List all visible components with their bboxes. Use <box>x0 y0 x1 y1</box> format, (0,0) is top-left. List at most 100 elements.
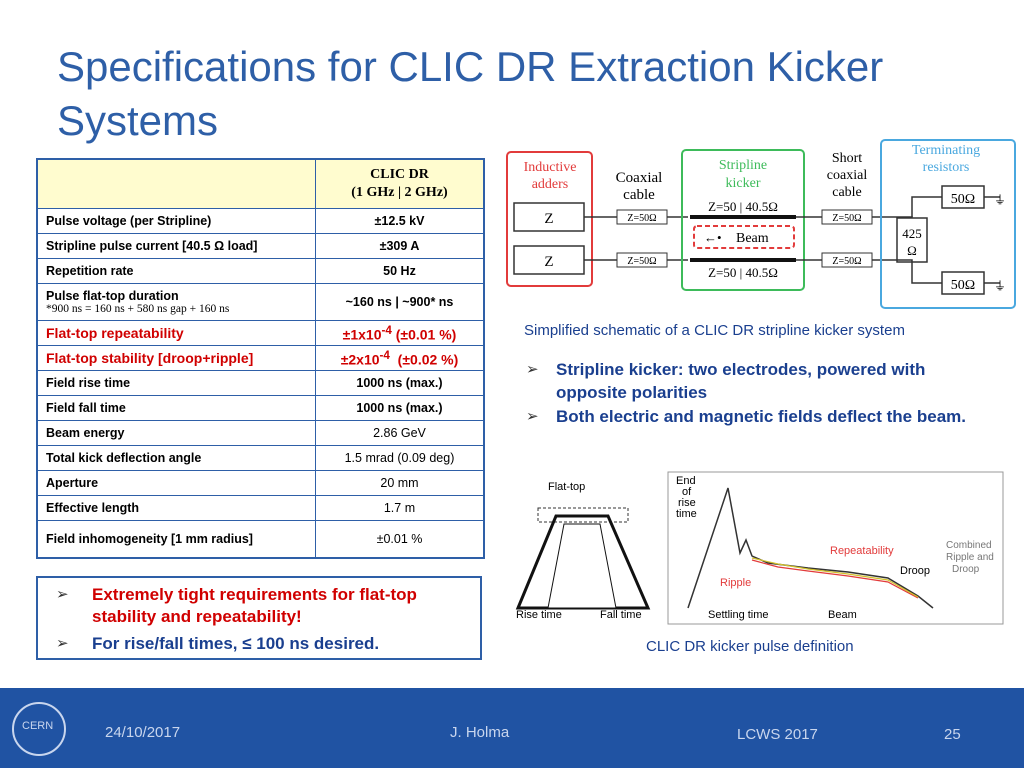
param-cell: Beam energy <box>36 420 316 446</box>
requirement-item: Extremely tight requirements for flat-to… <box>92 585 417 626</box>
combined-label-3: Droop <box>952 564 980 575</box>
value-cell: ±2x10-4 (±0.02 %) <box>315 345 485 371</box>
footer-author: J. Holma <box>450 724 510 741</box>
param-cell: Field inhomogeneity [1 mm radius] <box>36 520 316 559</box>
cern-logo-text: CERN <box>22 720 54 732</box>
table-row: Flat-top stability [droop+ripple] ±2x10-… <box>36 345 485 371</box>
pulse-caption: CLIC DR kicker pulse definition <box>646 638 854 655</box>
table-header-clic-dr: CLIC DR (1 GHz | 2 GHz) <box>315 158 485 209</box>
cern-logo-icon: CERN <box>12 702 66 756</box>
trapezoid-inner <box>547 523 617 609</box>
footer-event: LCWS 2017 <box>737 726 818 743</box>
coax-top-label: Z=50Ω <box>627 213 656 224</box>
z-label-bottom: Z <box>544 254 553 270</box>
value-exponent: -4 <box>381 323 392 337</box>
stripline-z-top: Z=50 | 40.5Ω <box>708 199 778 214</box>
table-row: Pulse voltage (per Stripline) ±12.5 kV <box>36 208 485 234</box>
table-row: Stripline pulse current [40.5 Ω load] ±3… <box>36 233 485 259</box>
footer-date: 24/10/2017 <box>105 724 181 741</box>
end-rise-label-4: time <box>676 508 697 520</box>
fall-time-label: Fall time <box>600 609 642 621</box>
short-coax-label-1: Short <box>832 151 862 166</box>
value-cell: ±0.01 % <box>315 520 485 559</box>
param-note: *900 ns = 160 ns + 580 ns gap + 160 ns <box>46 303 230 315</box>
value-cell: 2.86 GeV <box>315 420 485 446</box>
param-cell: Repetition rate <box>36 258 316 284</box>
inductive-adders-box <box>506 151 593 287</box>
zoom-frame <box>667 471 1004 625</box>
beam-arrow: ←• <box>704 230 722 245</box>
table-header-row: CLIC DR (1 GHz | 2 GHz) <box>36 158 485 209</box>
spec-table: CLIC DR (1 GHz | 2 GHz) Pulse voltage (p… <box>36 158 485 559</box>
ripple-label: Ripple <box>720 577 751 589</box>
value-cell: ±1x10-4 (±0.01 %) <box>315 320 485 346</box>
table-header-empty <box>36 158 316 209</box>
bullet-item: Both electric and magnetic fields deflec… <box>556 407 966 426</box>
value-mantissa: ±1x10 <box>342 326 382 343</box>
table-row: Total kick deflection angle 1.5 mrad (0.… <box>36 445 485 471</box>
table-row: Flat-top repeatability ±1x10-4 (±0.01 %) <box>36 320 485 346</box>
droop-label: Droop <box>900 565 930 577</box>
ground-icon: ⏚ <box>994 279 1006 293</box>
arrow-bullet-icon: ➢ <box>526 408 539 425</box>
value-cell: 20 mm <box>315 470 485 496</box>
footer-bar: CERN 24/10/2017 J. Holma LCWS 2017 25 <box>0 688 1024 768</box>
coax-bottom-label: Z=50Ω <box>627 256 656 267</box>
resistor-425-unit: Ω <box>907 243 917 258</box>
stripline-z-bottom: Z=50 | 40.5Ω <box>708 265 778 280</box>
short-coax-label-3: cable <box>832 185 862 200</box>
coaxial-label-1: Coaxial <box>616 170 663 186</box>
short-coax-bottom-label: Z=50Ω <box>832 256 861 267</box>
param-cell: Stripline pulse current [40.5 Ω load] <box>36 233 316 259</box>
arrow-bullet-icon: ➢ <box>526 361 539 378</box>
terminating-label-1: Terminating <box>912 143 980 158</box>
settling-time-label: Settling time <box>708 609 769 621</box>
arrow-bullet-icon: ➢ <box>56 586 69 603</box>
stripline-label-2: kicker <box>726 176 761 191</box>
value-percent: (±0.02 %) <box>389 351 459 368</box>
terminating-box <box>880 139 1016 309</box>
value-cell: 1000 ns (max.) <box>315 370 485 396</box>
z-label-top: Z <box>544 211 553 227</box>
coaxial-label-2: cable <box>623 187 655 203</box>
stripline-kicker-box <box>681 149 805 291</box>
param-cell: Effective length <box>36 495 316 521</box>
param-cell: Pulse flat-top duration *900 ns = 160 ns… <box>36 283 316 321</box>
param-cell: Field rise time <box>36 370 316 396</box>
slide-title: Specifications for CLIC DR Extraction Ki… <box>57 43 884 144</box>
header-line2: (1 GHz | 2 GHz) <box>351 185 448 200</box>
coax-bottom <box>616 252 668 268</box>
value-mantissa: ±2x10 <box>340 351 380 368</box>
param-cell: Field fall time <box>36 395 316 421</box>
table-row: Beam energy 2.86 GeV <box>36 420 485 446</box>
resistor-425 <box>896 217 928 263</box>
table-row: Pulse flat-top duration *900 ns = 160 ns… <box>36 283 485 321</box>
page-number: 25 <box>944 726 961 743</box>
value-cell: ±12.5 kV <box>315 208 485 234</box>
param-cell: Flat-top stability [droop+ripple] <box>36 345 316 371</box>
short-coax-label-2: coaxial <box>827 168 868 183</box>
flat-top-marker <box>537 507 629 523</box>
ground-icon: ⏚ <box>994 193 1006 207</box>
short-coax-top-label: Z=50Ω <box>832 213 861 224</box>
param-label: Pulse flat-top duration <box>46 289 179 303</box>
end-rise-label-1: End <box>676 475 696 487</box>
inductive-label-2: adders <box>532 177 569 192</box>
table-row: Effective length 1.7 m <box>36 495 485 521</box>
value-cell: 50 Hz <box>315 258 485 284</box>
table-row: Repetition rate 50 Hz <box>36 258 485 284</box>
inductive-label-1: Inductive <box>524 160 577 175</box>
coax-top <box>616 209 668 225</box>
bullet-item: Stripline kicker: two electrodes, powere… <box>556 360 926 402</box>
end-rise-label-3: rise <box>678 497 696 509</box>
table-row: Field inhomogeneity [1 mm radius] ±0.01 … <box>36 520 485 559</box>
param-cell: Flat-top repeatability <box>36 320 316 346</box>
value-percent: (±0.01 %) <box>391 326 457 343</box>
beam-label: Beam <box>736 231 769 246</box>
arrow-bullet-icon: ➢ <box>56 635 69 652</box>
value-cell: 1.7 m <box>315 495 485 521</box>
pulse-waveform <box>687 487 934 609</box>
value-exponent: -4 <box>379 348 390 362</box>
beam-window-label: Beam <box>828 609 857 621</box>
combined-label-2: Ripple and <box>946 552 994 563</box>
